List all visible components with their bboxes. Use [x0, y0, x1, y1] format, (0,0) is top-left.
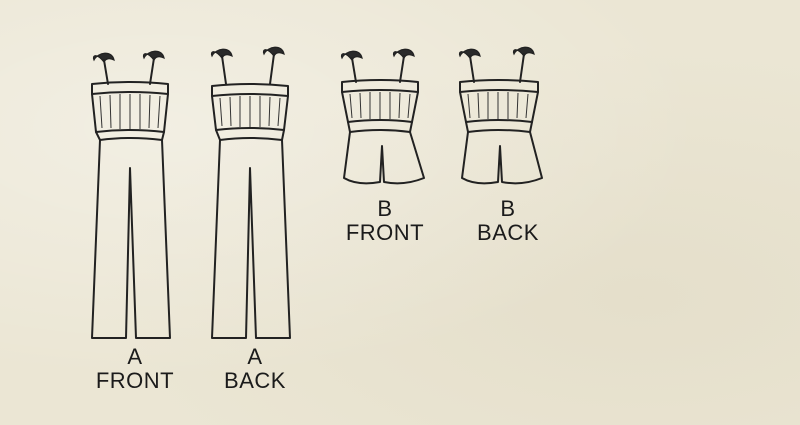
view-side: BACK	[224, 368, 286, 393]
view-letter: A	[247, 344, 263, 369]
view-letter: B	[500, 196, 516, 221]
view-letter: B	[377, 196, 393, 221]
romper-b-front	[340, 48, 425, 185]
jumpsuit-a-back	[210, 46, 291, 339]
view-side: FRONT	[345, 220, 425, 245]
label-b-front: B FRONT	[330, 197, 440, 245]
romper-b-back	[458, 46, 543, 185]
label-b-back: B BACK	[453, 197, 563, 245]
label-a-front: A FRONT	[80, 345, 190, 393]
view-side: FRONT	[95, 368, 175, 393]
view-side: BACK	[477, 220, 539, 245]
view-letter: A	[127, 344, 143, 369]
label-a-back: A BACK	[200, 345, 310, 393]
jumpsuit-a-front	[91, 50, 171, 339]
